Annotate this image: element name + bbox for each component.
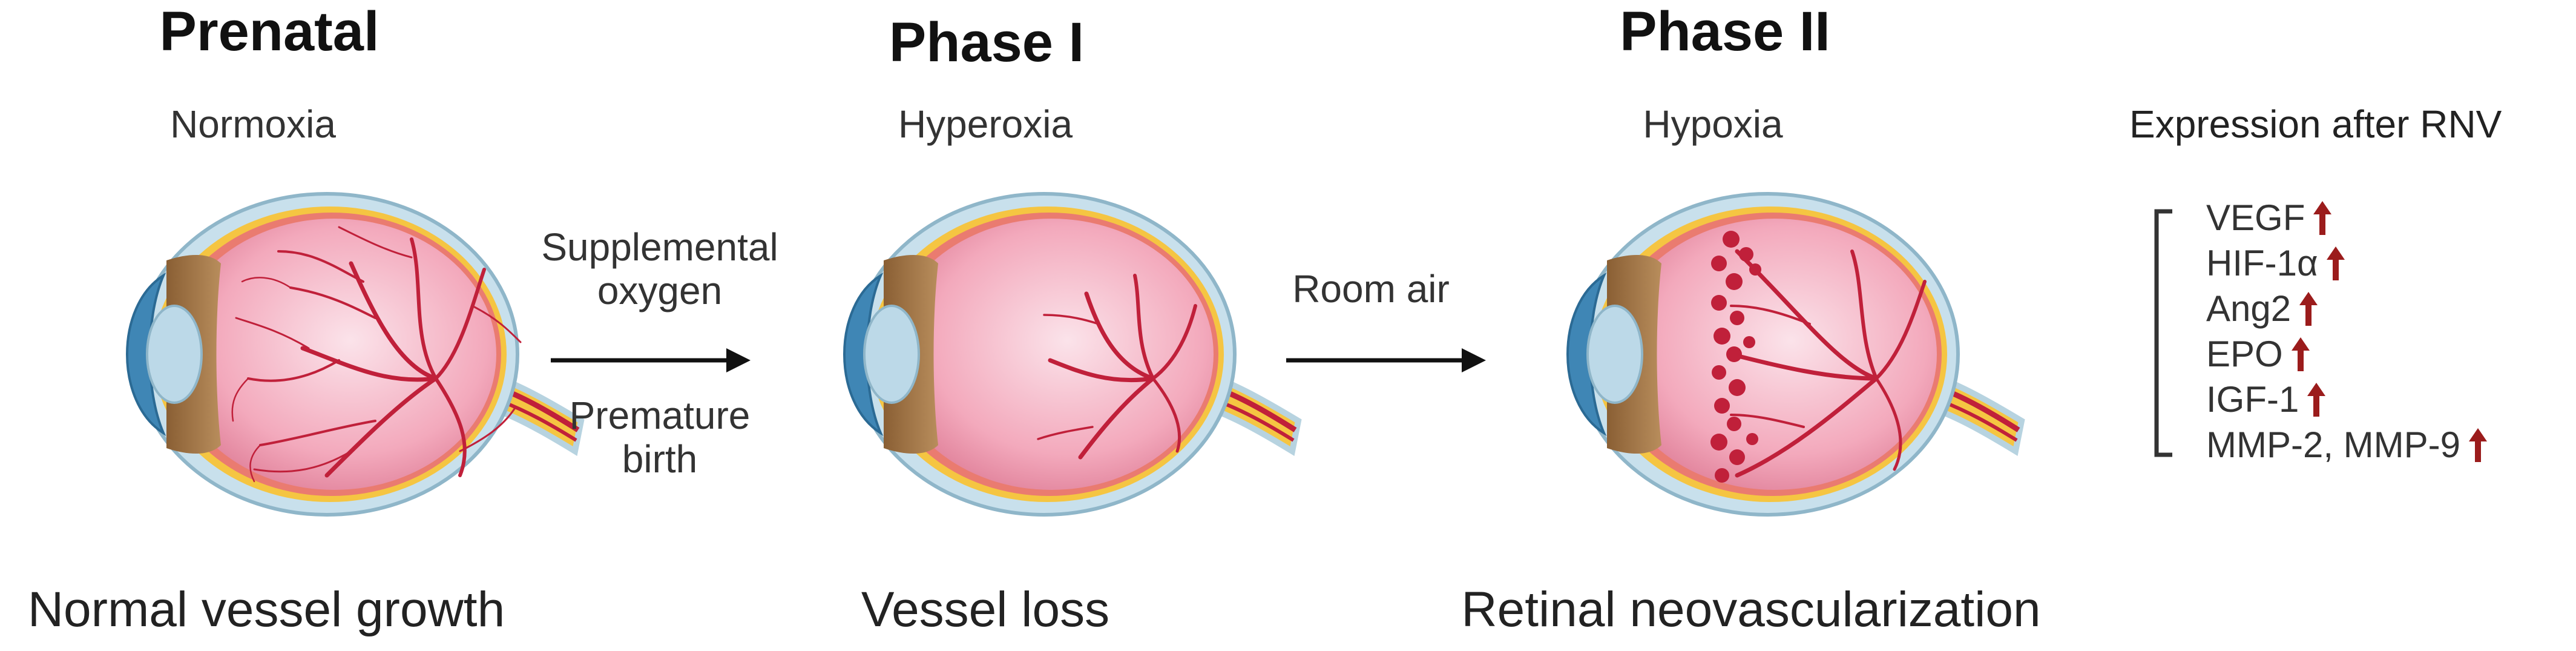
phase-title-phase-i: Phase I xyxy=(889,12,1085,73)
expression-label: IGF-1 xyxy=(2206,379,2299,420)
eye-cross-section-icon xyxy=(1537,185,2034,524)
condition-hypoxia: Hypoxia xyxy=(1643,102,1783,146)
expression-item: EPO xyxy=(2206,331,2487,377)
arrow-right-icon xyxy=(551,348,751,372)
condition-normoxia: Normoxia xyxy=(170,102,336,146)
condition-hyperoxia: Hyperoxia xyxy=(898,102,1073,146)
eye-cross-section-icon xyxy=(97,185,593,524)
label-room-air: Room air xyxy=(1292,267,1450,311)
arrow-up-icon xyxy=(2326,246,2345,280)
expression-label: Ang2 xyxy=(2206,288,2292,329)
arrow-up-icon xyxy=(2313,200,2332,235)
expression-label: HIF-1α xyxy=(2206,243,2318,283)
expression-title: Expression after RNV xyxy=(2129,102,2502,146)
outcome-vessel-loss: Vessel loss xyxy=(861,582,1110,637)
arrow-up-icon xyxy=(2291,337,2310,371)
arrow-up-icon xyxy=(2469,428,2487,462)
expression-item: HIF-1α xyxy=(2206,240,2487,286)
bracket-icon xyxy=(2154,209,2172,457)
phase-title-prenatal: Prenatal xyxy=(159,1,380,62)
eye-cross-section-icon xyxy=(814,185,1310,524)
arrow-right-icon xyxy=(1286,348,1486,372)
expression-label: EPO xyxy=(2206,334,2283,374)
expression-list: VEGF HIF-1α Ang2 EPO IGF-1 MMP-2, MMP-9 xyxy=(2206,195,2487,468)
outcome-retinal-neovascularization: Retinal neovascularization xyxy=(1461,582,2041,637)
expression-item: MMP-2, MMP-9 xyxy=(2206,422,2487,468)
arrow-up-icon xyxy=(2307,382,2326,417)
phase-title-phase-ii: Phase II xyxy=(1620,1,1830,62)
arrow-up-icon xyxy=(2299,291,2318,326)
expression-item: VEGF xyxy=(2206,195,2487,240)
expression-item: IGF-1 xyxy=(2206,377,2487,422)
expression-label: MMP-2, MMP-9 xyxy=(2206,425,2460,465)
outcome-normal-vessel-growth: Normal vessel growth xyxy=(27,582,505,637)
expression-label: VEGF xyxy=(2206,197,2305,238)
expression-item: Ang2 xyxy=(2206,286,2487,331)
